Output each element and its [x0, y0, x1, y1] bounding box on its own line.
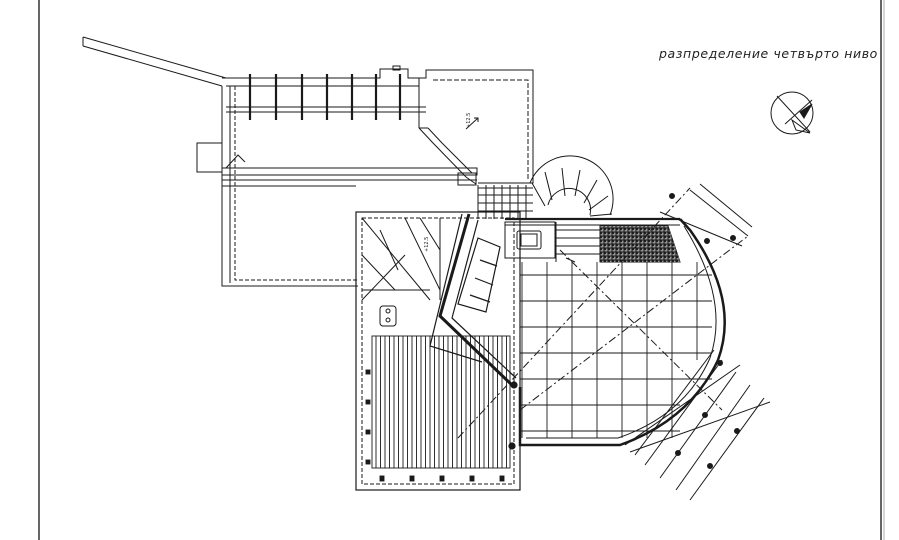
- timber-deck: [365, 335, 511, 482]
- upper-block: [82, 36, 534, 287]
- level-label-room: +12.5: [424, 237, 430, 252]
- spiral-staircase: [477, 155, 614, 262]
- level-label-terrace: +12.5: [466, 113, 472, 128]
- north-arrow-icon: [770, 91, 814, 135]
- kitchen-counter: [504, 217, 680, 263]
- angled-corridor: [429, 213, 518, 450]
- grey-hatched-area: [599, 225, 681, 263]
- terrace: [457, 183, 771, 453]
- pergola-bottom-right: [634, 193, 765, 501]
- room-block: [355, 211, 521, 491]
- drawing-title: разпределение четвърто ниво: [659, 46, 878, 61]
